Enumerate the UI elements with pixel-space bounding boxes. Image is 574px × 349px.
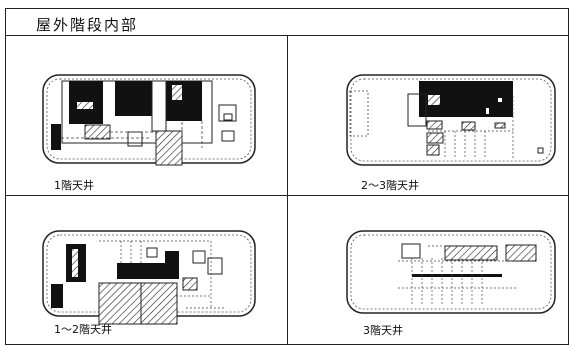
panel-1f-ceiling: 1階天井 (6, 36, 288, 196)
floor-plan-2-3f (346, 74, 556, 166)
panel-2-3f-ceiling: 2～3階天井 (288, 36, 568, 196)
panel-1-2f-ceiling: 1～2階天井 (6, 196, 288, 344)
floor-plan-3f (346, 230, 556, 314)
caption-2-3f-ceiling: 2～3階天井 (361, 179, 419, 192)
floor-plan-1-2f (42, 230, 256, 325)
title-bar: 屋外階段内部 (6, 9, 568, 36)
caption-1-2f-ceiling: 1～2階天井 (54, 323, 112, 336)
caption-1f-ceiling: 1階天井 (54, 179, 94, 192)
figure-title: 屋外階段内部 (36, 16, 139, 34)
figure-frame: 屋外階段内部 1階天井 (5, 8, 569, 345)
panel-3f-ceiling: 3階天井 (288, 196, 568, 344)
caption-3f-ceiling: 3階天井 (363, 324, 403, 337)
floor-plan-1f (42, 74, 256, 166)
